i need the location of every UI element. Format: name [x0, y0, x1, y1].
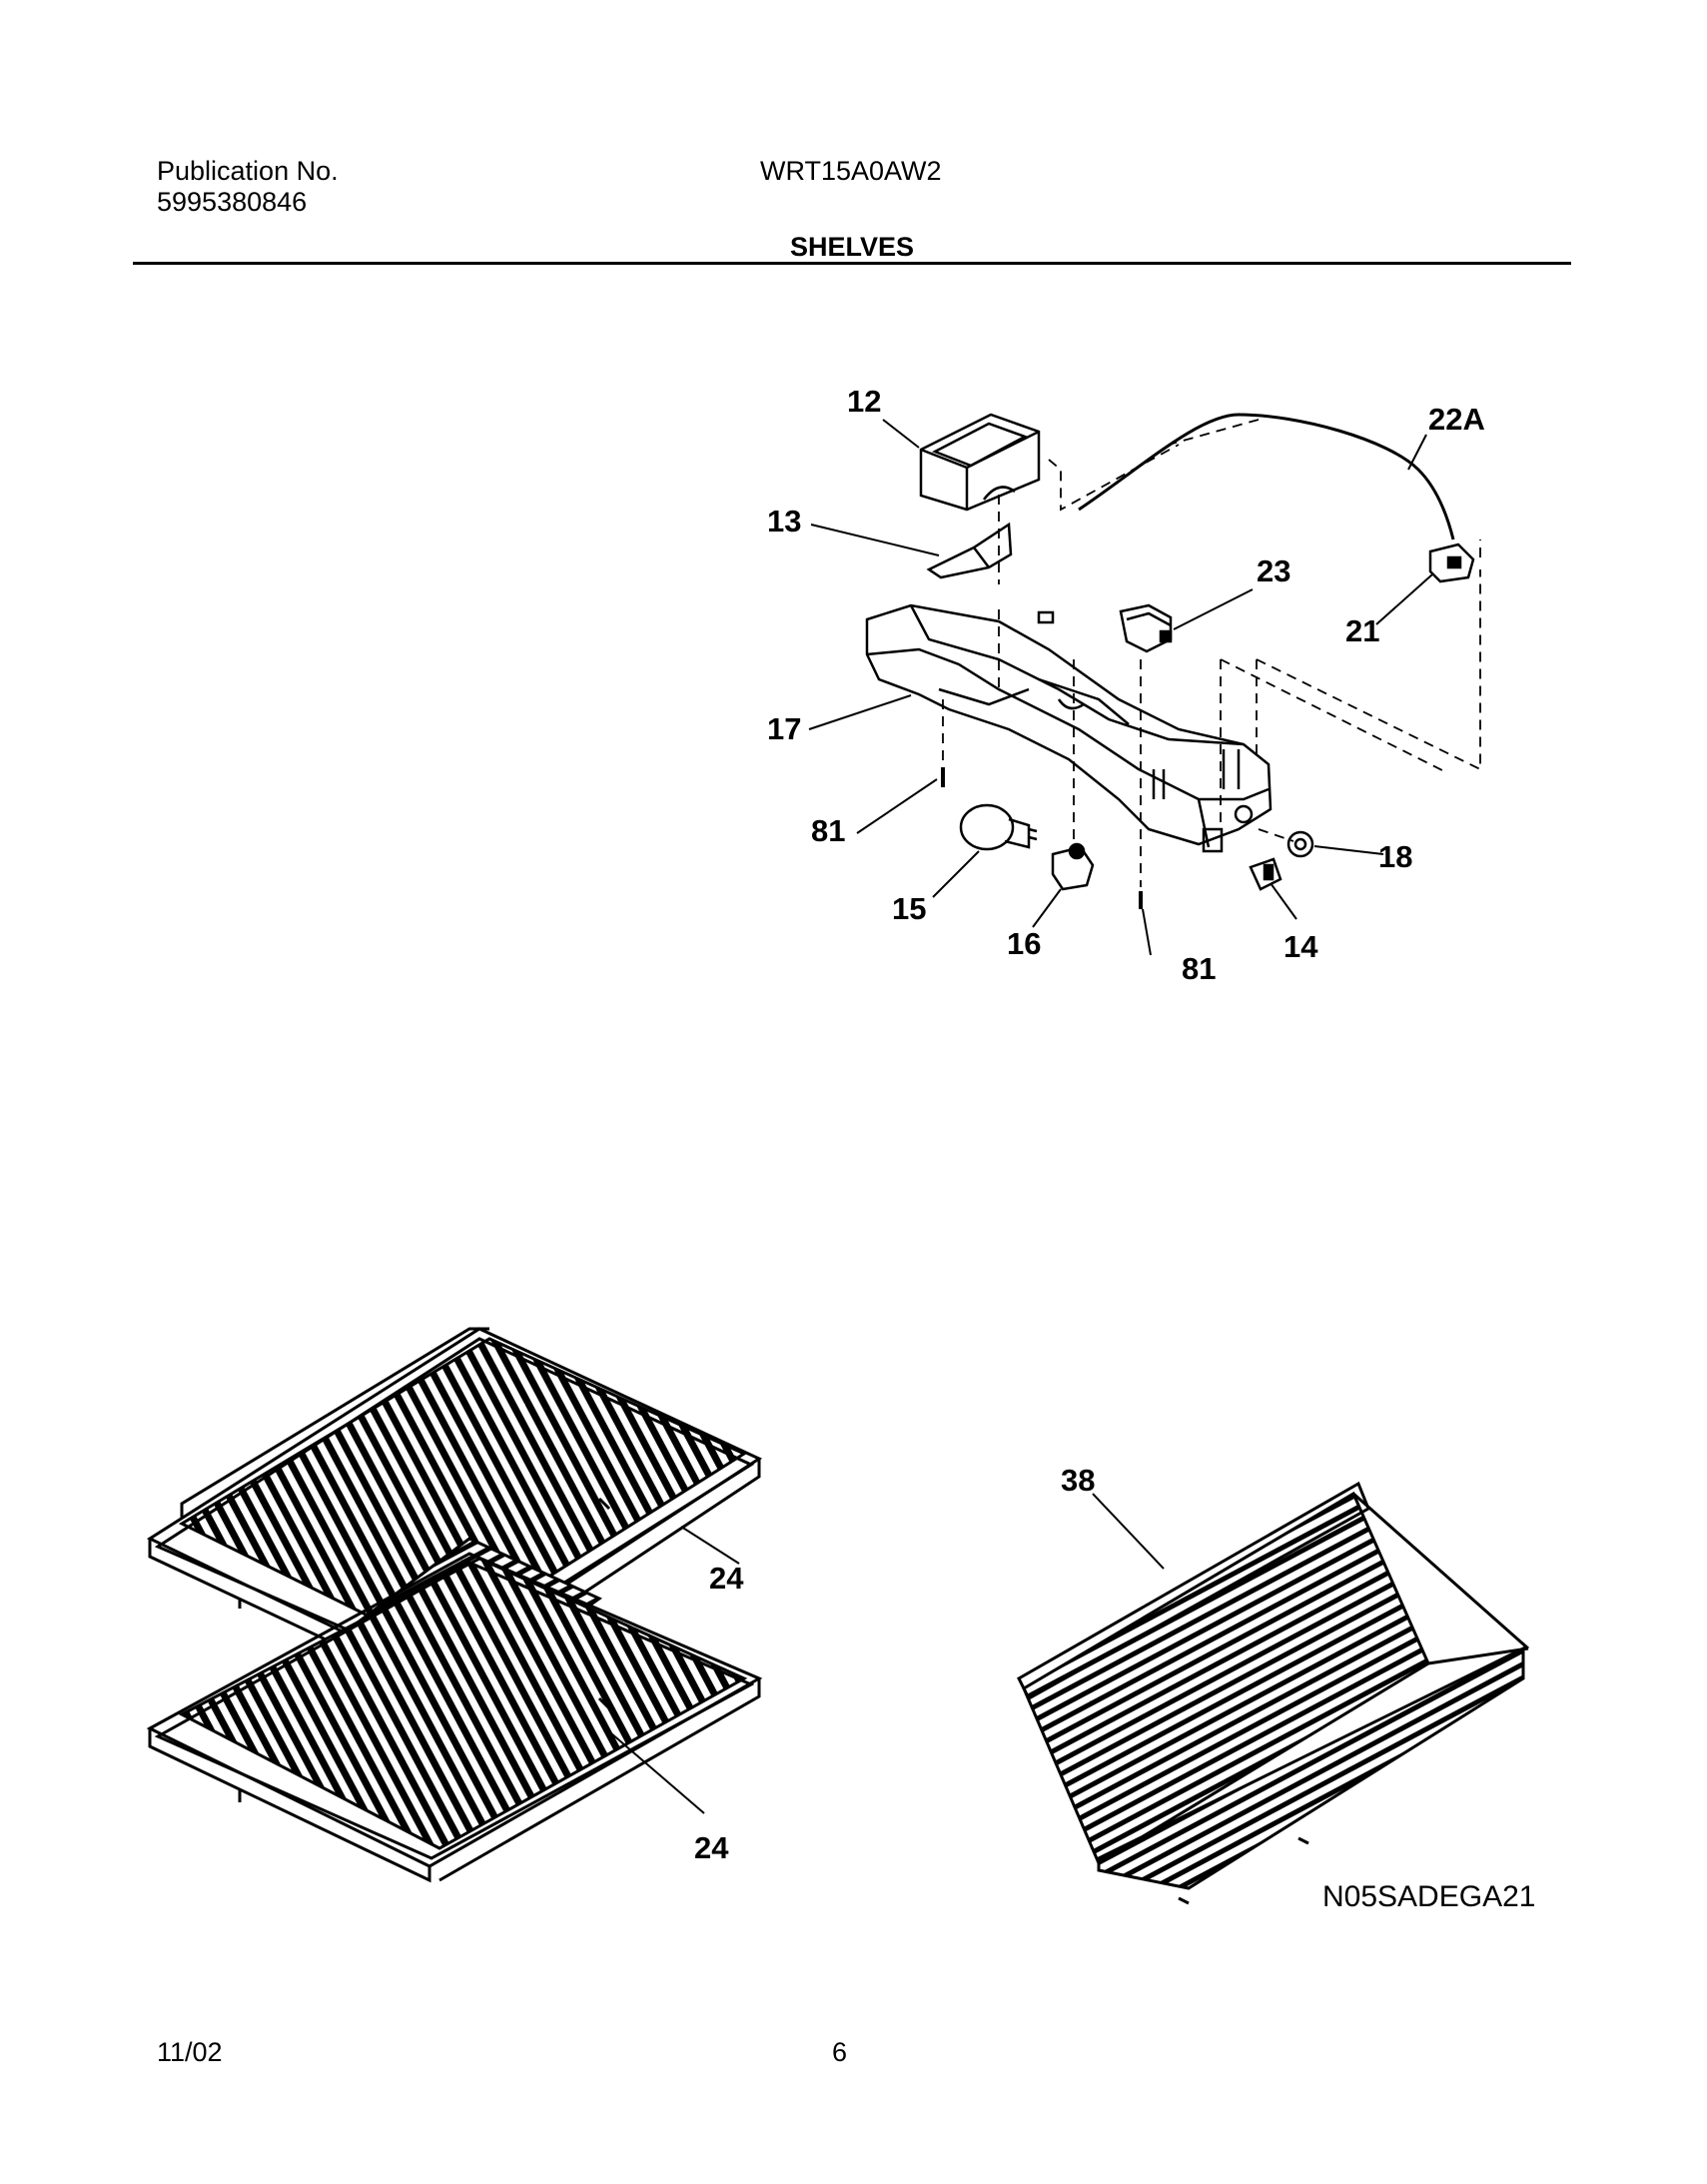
light-housing-part: [865, 603, 1273, 853]
light-switch-part: [1119, 603, 1173, 653]
knob-part: [1286, 830, 1314, 858]
screw-part: [941, 767, 1143, 909]
shelf-leader-lines: [610, 1493, 1165, 1814]
callout-38: 38: [1061, 1463, 1095, 1498]
callout-21: 21: [1345, 613, 1379, 648]
callout-labels: 12 13 17 81 15 16 81 14 18 21 22A 23 24 …: [694, 384, 1485, 1865]
control-switch-part: [1249, 857, 1282, 891]
callout-14: 14: [1283, 929, 1318, 964]
callout-18: 18: [1378, 839, 1412, 874]
alignment-lines: [942, 419, 1481, 887]
callout-12: 12: [847, 384, 881, 419]
callout-81-left: 81: [811, 813, 845, 848]
callout-15: 15: [892, 891, 926, 926]
page-number: 6: [832, 2037, 848, 2067]
callout-22a: 22A: [1428, 402, 1485, 437]
light-bulb-part: [959, 803, 1038, 851]
diagram-code: N05SADEGA21: [1322, 1880, 1535, 1913]
callout-17: 17: [767, 711, 801, 746]
callout-13: 13: [767, 504, 801, 539]
deflector-part: [926, 522, 1013, 579]
footer-date: 11/02: [157, 2037, 223, 2067]
leader-lines: [808, 419, 1433, 956]
light-shield-part: [919, 413, 1041, 512]
wire-shelf-lower: [146, 1552, 763, 1883]
connector-part: [1428, 543, 1475, 583]
callout-24-lower: 24: [694, 1830, 729, 1865]
callout-24-upper: 24: [709, 1561, 744, 1596]
callout-23: 23: [1257, 553, 1290, 588]
model-number: WRT15A0AW2: [760, 156, 942, 186]
publication-number: 5995380846: [157, 187, 308, 217]
light-assembly: [808, 413, 1481, 956]
callout-81-right: 81: [1182, 951, 1216, 986]
wire-harness-part: [1078, 413, 1455, 541]
header-rule: [133, 262, 1571, 265]
callout-16: 16: [1007, 926, 1041, 961]
section-title: SHELVES: [790, 232, 915, 262]
publication-label: Publication No.: [157, 156, 339, 186]
light-socket-part: [1051, 842, 1095, 891]
crisper-rack: [1017, 1481, 1529, 1905]
